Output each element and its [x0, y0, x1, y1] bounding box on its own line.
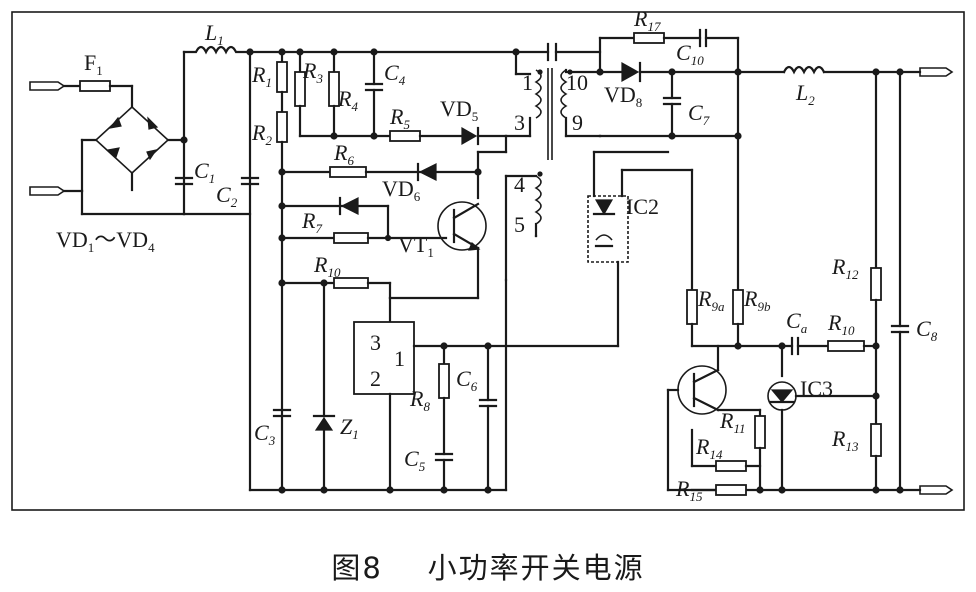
- label-C6: C6: [456, 366, 478, 394]
- capacitor-C10: [698, 28, 740, 74]
- label-R15: R15: [675, 476, 703, 504]
- figure-number: 图8: [331, 551, 383, 585]
- label-R17: R17: [633, 6, 661, 34]
- label-R10-left: R10: [313, 252, 341, 280]
- label-C4: C4: [384, 60, 406, 88]
- label-R5: R5: [389, 104, 410, 132]
- zener-Z1: [312, 414, 336, 492]
- label-C1: C1: [194, 158, 215, 186]
- inductor-L2: [782, 65, 954, 77]
- capacitor-C1: [174, 172, 194, 186]
- pin-9: 9: [572, 110, 583, 135]
- label-C7: C7: [688, 100, 710, 128]
- ic-pin-3: 3: [370, 330, 381, 355]
- diode-VD-R7: [280, 196, 448, 244]
- diode-VD8: [598, 61, 786, 83]
- transistor-VT1: [388, 201, 487, 300]
- label-C2: C2: [216, 182, 238, 210]
- label-VD6: VD6: [382, 176, 421, 204]
- resistor-R1-R2: [276, 50, 288, 492]
- label-VT1: VT1: [398, 232, 434, 260]
- hv-rail: [182, 45, 550, 492]
- label-VD1-VD4: VD1～VD4: [56, 227, 155, 255]
- capacitor-C2: [240, 176, 260, 186]
- ac-input-terminals: [29, 81, 66, 196]
- resistor-R6: [280, 166, 422, 178]
- label-R3: R3: [302, 58, 323, 86]
- resistor-R5: [389, 130, 464, 142]
- label-C10: C10: [676, 40, 704, 68]
- bridge-rectifier: [62, 84, 186, 216]
- label-VD5: VD5: [440, 96, 478, 124]
- pin-1: 1: [522, 70, 533, 95]
- label-R6: R6: [333, 140, 354, 168]
- label-C3: C3: [254, 420, 276, 448]
- ic-pin-2: 2: [370, 366, 381, 391]
- label-C8: C8: [916, 316, 938, 344]
- pin-4: 4: [514, 172, 525, 197]
- label-R4: R4: [337, 86, 358, 114]
- diode-VD6: [416, 162, 480, 182]
- ground-rail: [248, 485, 954, 495]
- transformer: [504, 50, 573, 282]
- label-R9b: R9b: [743, 286, 771, 314]
- rc-R8-C5-C6: [434, 278, 508, 492]
- label-R14: R14: [695, 434, 723, 462]
- ic-pin-1: 1: [394, 346, 405, 371]
- label-IC3: IC3: [800, 376, 833, 401]
- coupling-cap-top: [546, 36, 602, 74]
- capacitor-C3: [272, 408, 292, 418]
- label-R10-right: R10: [827, 310, 855, 338]
- figure-title: 小功率开关电源: [427, 551, 645, 585]
- regulator-IC3: [767, 381, 878, 492]
- figure-caption: 图8 小功率开关电源: [0, 545, 976, 587]
- label-F1: F1: [84, 50, 103, 78]
- schematic-border: [11, 11, 965, 511]
- label-L2: L2: [795, 80, 815, 108]
- label-R1: R1: [251, 62, 272, 90]
- optocoupler-IC2: [587, 150, 694, 348]
- pin-5: 5: [514, 212, 525, 237]
- resistor-R3-R4: [294, 50, 392, 138]
- cap-Ca-R10: [780, 336, 878, 378]
- circuit-schematic: F1 L1 R1 R2 R3 R4 C4 R5 VD5 C1 C2 R6 VD6…: [11, 6, 965, 511]
- label-VD8: VD8: [604, 82, 642, 110]
- label-R12: R12: [831, 254, 859, 282]
- fuse-F1: [62, 80, 134, 92]
- label-C5: C5: [404, 446, 426, 474]
- label-IC2: IC2: [626, 194, 659, 219]
- label-R2: R2: [251, 120, 272, 148]
- output-divider: [870, 70, 910, 492]
- resistor-R9a-R9b: [686, 168, 794, 348]
- label-R7: R7: [301, 208, 322, 236]
- junction-dots: [180, 48, 904, 494]
- label-L1: L1: [204, 20, 224, 48]
- label-R9a: R9a: [697, 286, 725, 314]
- pin-10: 10: [566, 70, 588, 95]
- label-R13: R13: [831, 426, 859, 454]
- label-R11: R11: [719, 408, 746, 436]
- label-Z1: Z1: [340, 414, 359, 442]
- pin-3: 3: [514, 110, 525, 135]
- transistor-feedback: [666, 344, 766, 496]
- capacitor-C4: [364, 50, 384, 138]
- label-R8: R8: [409, 386, 430, 414]
- resistor-R17: [598, 32, 702, 44]
- label-Ca: Ca: [786, 308, 808, 336]
- control-ic: [353, 296, 620, 492]
- diode-VD5: [461, 126, 508, 200]
